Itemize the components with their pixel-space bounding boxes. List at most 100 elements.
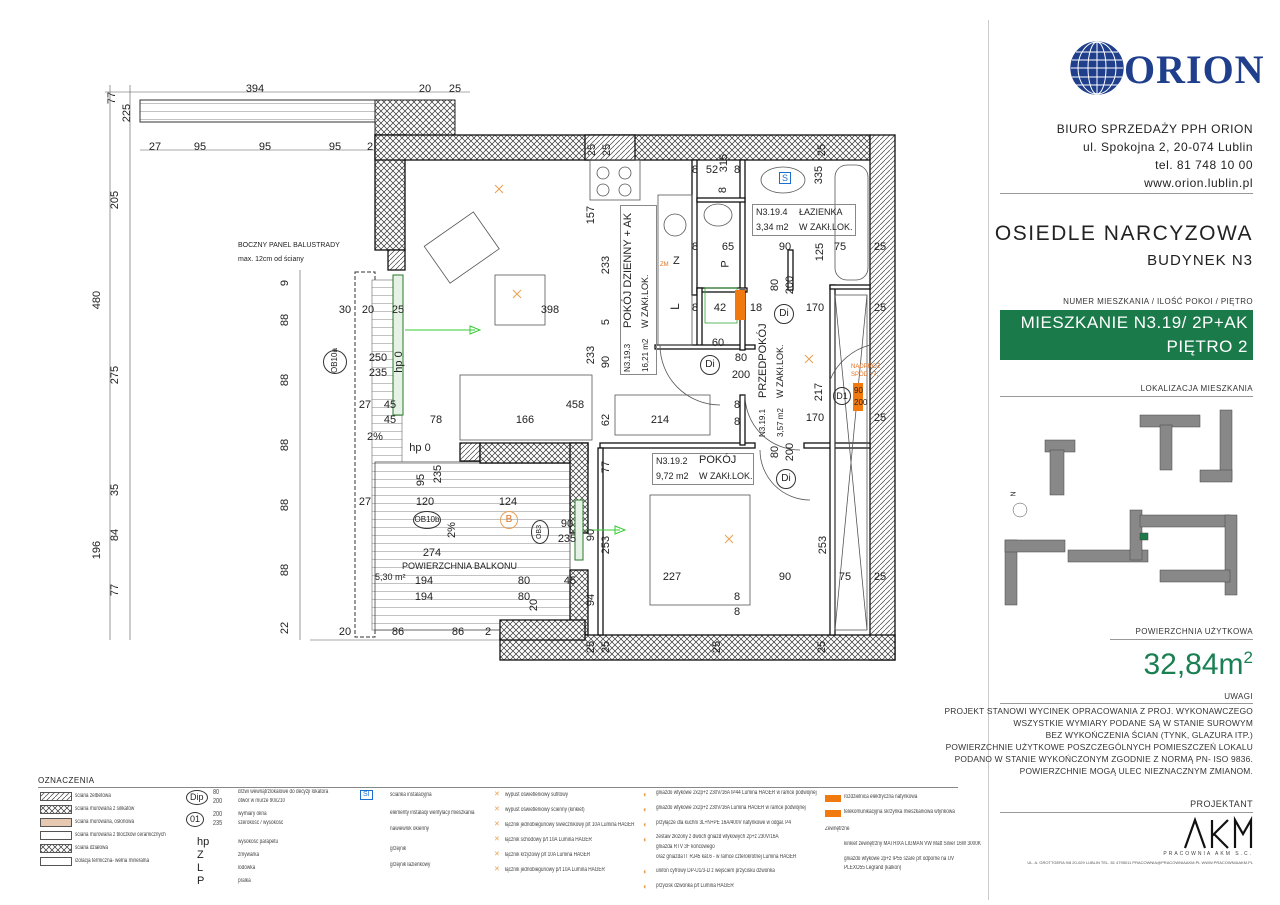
- socket-icon: ◐: [643, 867, 648, 876]
- note-line: POWIERZCHNIE MOGĄ ULEC NIEZNACZNYM ZMIAN…: [1019, 766, 1253, 776]
- dimension-label: 120: [416, 496, 434, 508]
- walls: [374, 134, 896, 661]
- office-name: BIURO SPRZEDAŻY PPH ORION: [1056, 122, 1253, 136]
- dimension-label: 157: [585, 206, 597, 224]
- washbasin: [760, 166, 806, 194]
- dimension-label: 80: [769, 279, 781, 291]
- divider: [1000, 396, 1253, 397]
- legend-title: OZNACZENIA: [38, 776, 95, 785]
- legend-symbol-b: 235: [213, 820, 223, 827]
- dimension-label: 25: [711, 641, 723, 653]
- legend-socket-item: gniazdo wtykowe 2x2p+z 230V/16A IP44 Lum…: [656, 790, 817, 796]
- dimension-label: 95: [194, 141, 206, 153]
- dimension-label: 217: [813, 383, 825, 401]
- dimension-label: 90: [585, 529, 597, 541]
- legend-symbol-text: wymiary okna: [238, 811, 267, 817]
- dimension-label: 27: [359, 496, 371, 508]
- apartment-floor: PIĘTRO 2: [1166, 337, 1248, 356]
- legend-socket-item: gniazda RTV 3F końcowego: [656, 844, 715, 850]
- dimension-label: 20: [362, 304, 374, 316]
- dimension-label: 170: [806, 302, 824, 314]
- balcony-label: POWIERZCHNIA BALKONU: [402, 561, 518, 571]
- dimension-label: 480: [91, 291, 103, 309]
- dimension-label: 90: [561, 518, 573, 530]
- dimension-label: 90: [779, 571, 791, 583]
- dimension-label: 8: [734, 416, 740, 428]
- wall-swatch-icon: [40, 818, 72, 827]
- panel-icon: [825, 795, 841, 802]
- dimension-label: 84: [109, 529, 121, 541]
- dimension-label: 25: [816, 641, 828, 653]
- dimension-label: 88: [279, 439, 291, 451]
- dimension-label: 95: [329, 141, 341, 153]
- dimension-label: 8: [692, 164, 698, 176]
- note-line: WSZYSTKIE WYMIARY PODANE SĄ W STANIE SUR…: [1013, 718, 1253, 728]
- dimension-label: hp 0: [409, 442, 430, 454]
- dimension-label: 8: [734, 606, 740, 618]
- legend-wall-item: izolacja termiczna- wełna mineralna: [75, 858, 150, 864]
- dimension-label: 94: [585, 594, 597, 606]
- dimension-label: 30: [339, 304, 351, 316]
- dimension-label: 125: [814, 243, 826, 261]
- socket-icon: ◐: [643, 820, 648, 829]
- room-code: N3.19.2: [656, 456, 688, 466]
- legend-electric-item: łącznik schodowy p/t 10A Lumina HAGER: [505, 837, 592, 843]
- estate-name: OSIEDLE NARCYZOWA: [994, 222, 1253, 245]
- room-note: W ZAKł.LOK.: [799, 222, 853, 232]
- light-switch-icon: ✕: [494, 866, 500, 873]
- balcony-area: 5,30 m²: [375, 572, 406, 582]
- wardrobe: [834, 294, 868, 631]
- dimension-label: 25: [874, 241, 886, 253]
- room-label-living: POKÓJ DZIENNY + AK W ZAKł.LOK. N3.19.3 1…: [620, 205, 657, 375]
- railing-note-2: max. 12cm od ściany: [238, 256, 304, 263]
- dimension-label: 2%: [446, 522, 458, 538]
- dimension-label: 27: [149, 141, 161, 153]
- notes-label: UWAGI: [1224, 692, 1253, 701]
- dimension-label: 5: [600, 319, 612, 325]
- legend-socket-item: gniazdo wtykowe 2x2p+z 230V/16A Lumina H…: [656, 805, 806, 811]
- dimension-label: 80: [518, 575, 530, 587]
- dimension-label: 2: [367, 141, 373, 153]
- office-web[interactable]: www.orion.lublin.pl: [1144, 176, 1253, 190]
- dimension-label: 78: [430, 414, 442, 426]
- building-name: BUDYNEK N3: [1147, 252, 1253, 269]
- dimension-label: 75: [839, 571, 851, 583]
- dimension-label: 8: [692, 302, 698, 314]
- toilet: [703, 203, 733, 227]
- door-tag: Di: [774, 304, 794, 324]
- note-line: BEZ WYKOŃCZENIA ŚCIAN (TYNK, GLAZURA ITP…: [1045, 730, 1253, 740]
- wall-swatch-icon: [40, 792, 72, 801]
- dimension-label: 25: [874, 412, 886, 424]
- dimension-label: 9: [279, 280, 291, 286]
- washer-tag: P: [719, 260, 732, 268]
- dimension-label: 90: [600, 356, 612, 368]
- dimension-label: 86: [452, 626, 464, 638]
- lintel-note-2: SPÓD +7,: [851, 372, 879, 378]
- furniture: [423, 159, 871, 631]
- dimension-label: 200: [784, 443, 796, 461]
- usable-area-unit: 2: [1243, 648, 1253, 667]
- railing-note: BOCZNY PANEL BALUSTRADY: [238, 242, 340, 249]
- dimension-label: 225: [121, 104, 133, 122]
- legend-symbol-a: 80: [213, 789, 220, 796]
- legend-socket-item: przycisk dzwonka p/t Lumina HAGER: [656, 883, 734, 889]
- dimension-label: 90: [779, 241, 791, 253]
- legend-external-item: kinkiet zewnętrzny MATRIXA LIGMAN VW Mat…: [844, 841, 981, 847]
- kitchen-sink: [663, 213, 687, 237]
- dimension-label: 227: [663, 571, 681, 583]
- legend-wall-item: ściana murowana, osłonowa: [75, 819, 135, 825]
- room-note: W ZAKł.LOK.: [640, 274, 650, 328]
- door-tag: Di: [700, 355, 720, 375]
- designer-address: UL. A. GROTTGERA 9/8 20-029 LUBLIN TEL. …: [1027, 860, 1253, 865]
- entrance-door-width: 90: [854, 386, 863, 395]
- dimension-label: 45: [384, 399, 396, 411]
- coffee-table: [494, 274, 546, 326]
- dining-table: [614, 394, 711, 436]
- legend-symbol: 01: [186, 812, 205, 827]
- dimension-label: 235: [369, 367, 387, 379]
- legend-symbol: Z: [197, 849, 204, 861]
- room-name: PRZEDPOKÓJ: [757, 323, 769, 398]
- windows: [392, 274, 627, 561]
- panel-icon: [825, 810, 841, 817]
- dimension-label: 214: [651, 414, 669, 426]
